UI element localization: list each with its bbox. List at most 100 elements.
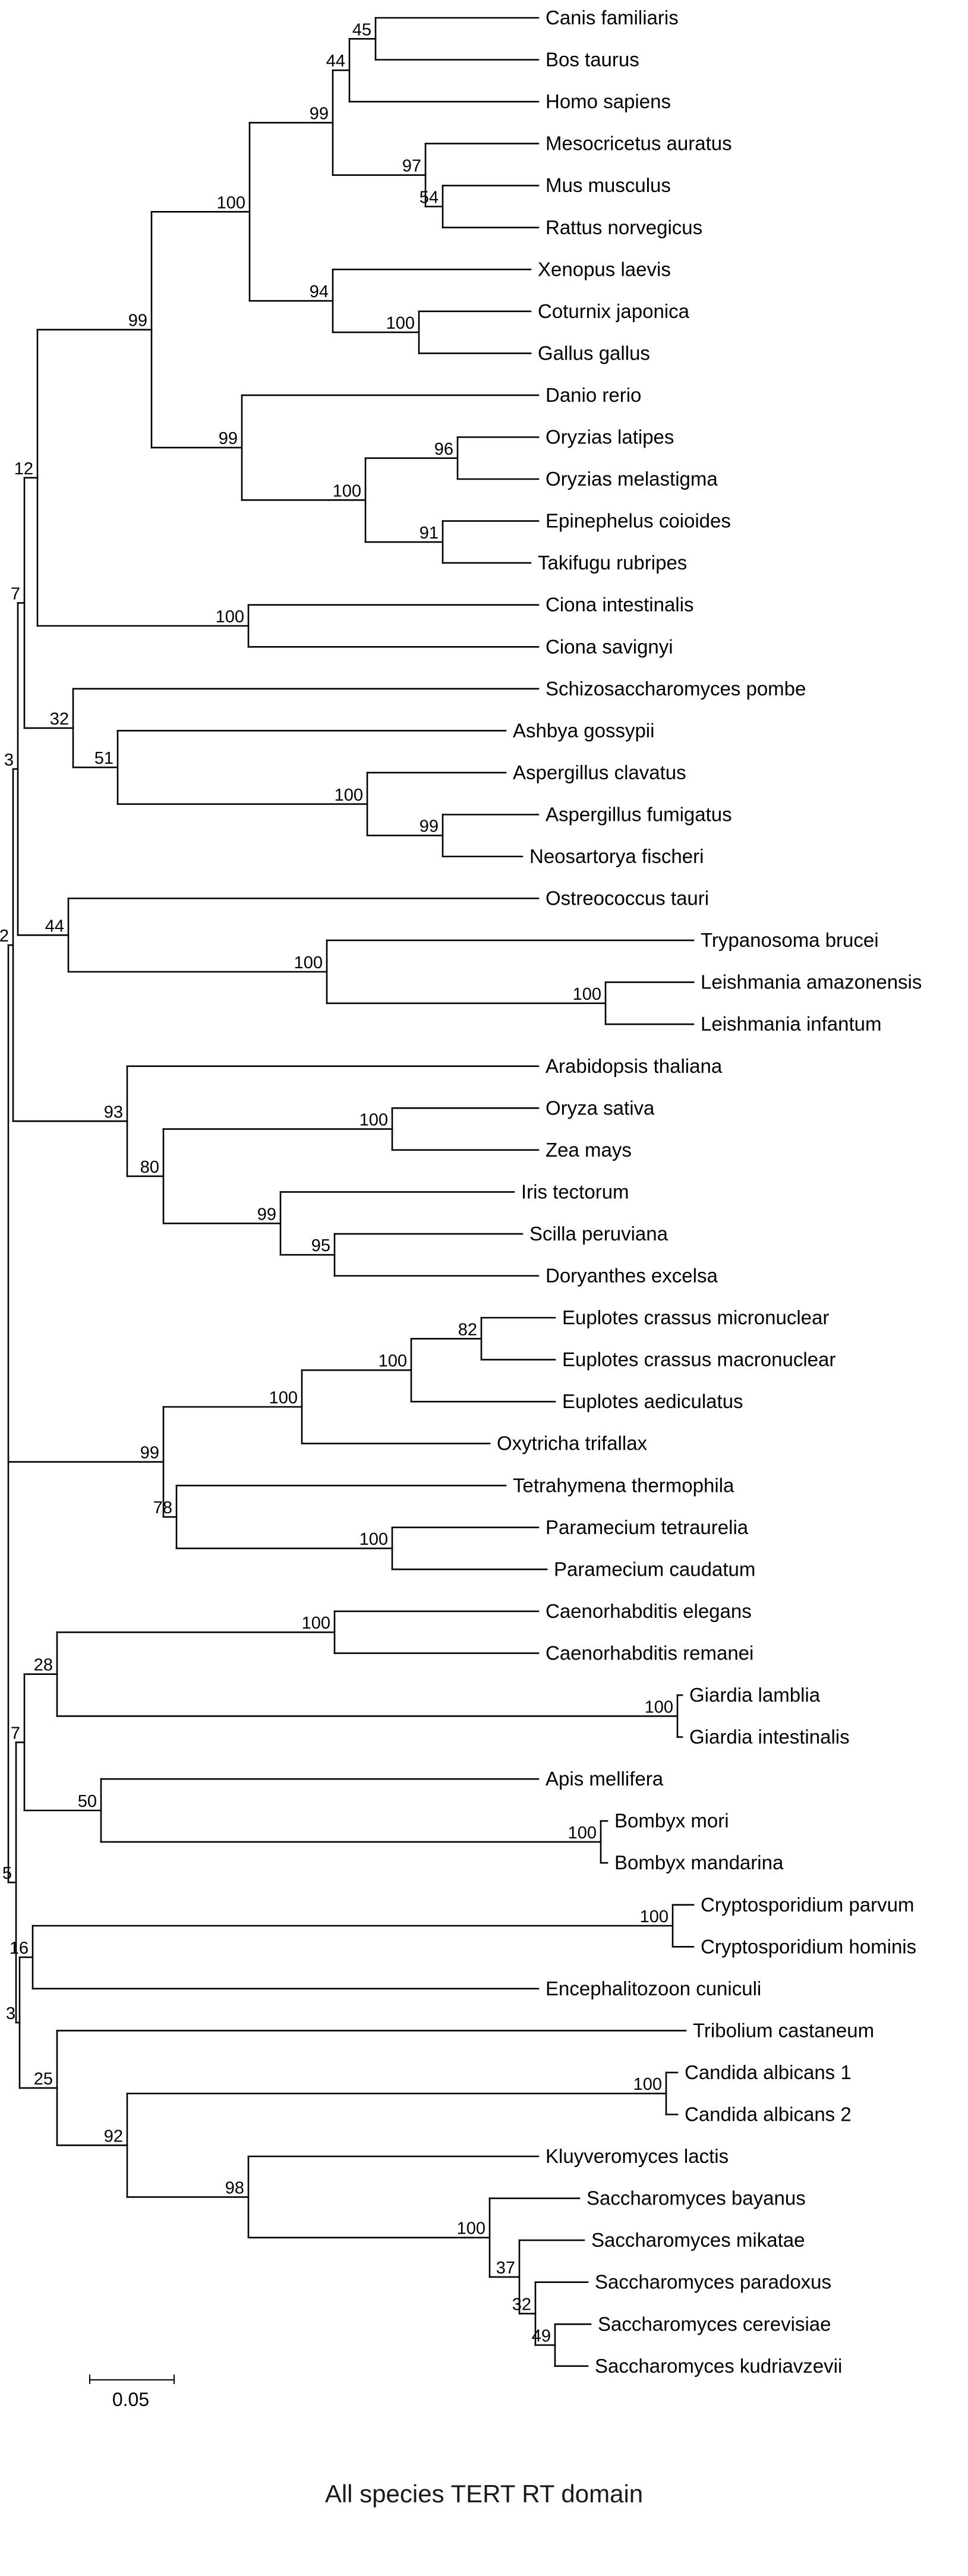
bootstrap-support-value: 100 (333, 481, 361, 500)
bootstrap-support-value: 28 (34, 1656, 53, 1675)
taxon-label: Candida albicans 1 (685, 2061, 852, 2083)
bootstrap-support-value: 44 (45, 917, 64, 936)
taxon-label: Danio rerio (546, 384, 641, 406)
taxon-label: Saccharomyces bayanus (587, 2187, 806, 2209)
taxon-label: Homo sapiens (546, 90, 671, 112)
taxon-label: Ostreococcus tauri (546, 887, 709, 909)
taxon-label: Candida albicans 2 (685, 2103, 852, 2125)
taxon-label: Zea mays (546, 1139, 632, 1161)
bootstrap-support-value: 98 (225, 2178, 244, 2197)
taxon-label: Leishmania amazonensis (701, 971, 922, 993)
taxon-label: Euplotes crassus macronuclear (562, 1349, 835, 1371)
bootstrap-support-value: 49 (532, 2327, 551, 2346)
taxon-label: Gallus gallus (538, 342, 650, 364)
bootstrap-support-value: 95 (311, 1236, 330, 1255)
taxon-label: Ashbya gossypii (513, 719, 654, 741)
taxon-label: Euplotes crassus micronuclear (562, 1306, 829, 1328)
taxon-label: Bombyx mori (614, 1810, 729, 1832)
taxon-label: Giardia lamblia (689, 1684, 821, 1706)
taxon-label: Aspergillus fumigatus (546, 804, 732, 826)
bootstrap-support-value: 100 (457, 2219, 485, 2238)
bootstrap-support-value: 32 (512, 2295, 531, 2314)
taxon-label: Apis mellifera (546, 1768, 664, 1790)
taxon-label: Oxytricha trifallax (497, 1432, 648, 1454)
bootstrap-support-value: 100 (302, 1614, 330, 1633)
bootstrap-support-value: 78 (153, 1498, 172, 1517)
bootstrap-support-value: 5 (2, 1864, 12, 1883)
bootstrap-support-value: 99 (219, 429, 238, 448)
bootstrap-support-value: 100 (386, 314, 415, 333)
taxon-label: Paramecium tetraurelia (546, 1516, 749, 1538)
bootstrap-support-value: 97 (402, 157, 421, 176)
bootstrap-support-value: 44 (326, 52, 345, 71)
bootstrap-support-value: 25 (34, 2070, 53, 2089)
taxon-label: Canis familiaris (546, 7, 679, 29)
figure-title: All species TERT RT domain (324, 2480, 644, 2508)
bootstrap-support-value: 99 (128, 311, 147, 330)
scale-bar-line (89, 2375, 175, 2384)
taxon-label: Saccharomyces mikatae (591, 2229, 805, 2251)
taxon-label: Ciona intestinalis (546, 594, 693, 616)
bootstrap-support-value: 100 (633, 2075, 662, 2094)
taxon-label: Ciona savignyi (546, 635, 673, 657)
taxon-label: Takifugu rubripes (538, 552, 687, 574)
bootstrap-support-value: 94 (310, 282, 329, 301)
taxon-label: Euplotes aediculatus (562, 1390, 743, 1412)
taxon-label: Neosartorya fischeri (529, 845, 704, 867)
taxon-label: Bos taurus (546, 49, 639, 71)
taxon-label: Iris tectorum (521, 1180, 629, 1202)
bootstrap-support-value: 3 (4, 751, 14, 770)
bootstrap-support-value: 92 (104, 2127, 123, 2146)
taxon-label: Cryptosporidium hominis (701, 1935, 916, 1957)
bootstrap-support-value: 80 (140, 1158, 159, 1177)
bootstrap-support-value: 100 (269, 1388, 298, 1407)
taxon-label: Oryza sativa (546, 1097, 655, 1119)
scale-bar: 0.05 (89, 2375, 175, 2411)
bootstrap-support-value: 100 (335, 786, 363, 805)
bootstrap-support-value: 51 (94, 749, 113, 768)
bootstrap-support-value: 37 (496, 2259, 515, 2278)
taxon-label: Doryanthes excelsa (546, 1265, 718, 1287)
taxon-label: Scilla peruviana (529, 1223, 669, 1245)
taxon-label: Bombyx mandarina (614, 1851, 784, 1873)
bootstrap-support-value: 93 (104, 1103, 123, 1122)
taxon-label: Tribolium castaneum (693, 2019, 874, 2041)
taxon-label: Coturnix japonica (538, 300, 690, 322)
bootstrap-support-value: 12 (14, 459, 33, 478)
taxon-label: Encephalitozoon cuniculi (546, 1977, 761, 1999)
taxon-label: Mesocricetus auratus (546, 133, 732, 155)
bootstrap-support-value: 100 (640, 1907, 669, 1926)
bootstrap-support-value: 100 (379, 1352, 407, 1371)
bootstrap-support-value: 54 (420, 188, 439, 207)
bootstrap-support-value: 99 (257, 1205, 276, 1224)
bootstrap-support-value: 50 (78, 1792, 97, 1811)
bootstrap-support-value: 99 (310, 104, 329, 123)
bootstrap-support-value: 100 (216, 607, 244, 626)
taxon-label: Xenopus laevis (538, 258, 671, 280)
taxon-label: Arabidopsis thaliana (546, 1055, 723, 1077)
bootstrap-support-value: 100 (360, 1111, 388, 1130)
bootstrap-support-value: 100 (573, 985, 601, 1004)
taxon-label: Saccharomyces kudriavzevii (595, 2355, 842, 2377)
bootstrap-support-value: 16 (10, 1939, 29, 1958)
taxon-label: Saccharomyces paradoxus (595, 2271, 831, 2293)
scale-bar-rule (90, 2379, 174, 2380)
bootstrap-support-value: 3 (6, 2004, 15, 2023)
bootstrap-support-value: 7 (11, 1724, 20, 1743)
taxon-label: Tetrahymena thermophila (513, 1474, 734, 1496)
taxon-label: Kluyveromyces lactis (546, 2145, 729, 2167)
taxon-label: Mus musculus (546, 174, 671, 196)
bootstrap-support-value: 7 (11, 584, 20, 603)
taxon-label: Schizosaccharomyces pombe (546, 678, 806, 700)
bootstrap-support-value: 100 (568, 1824, 597, 1843)
bootstrap-support-value: 100 (217, 193, 245, 212)
bootstrap-support-value: 100 (645, 1698, 673, 1717)
taxon-label: Giardia intestinalis (689, 1726, 850, 1748)
bootstrap-support-value: 99 (140, 1444, 159, 1463)
bootstrap-support-value: 100 (294, 953, 323, 972)
taxon-label: Oryzias melastigma (546, 468, 718, 490)
taxon-label: Caenorhabditis elegans (546, 1600, 752, 1622)
bootstrap-support-value: 82 (458, 1320, 477, 1339)
taxon-label: Leishmania infantum (701, 1013, 882, 1035)
